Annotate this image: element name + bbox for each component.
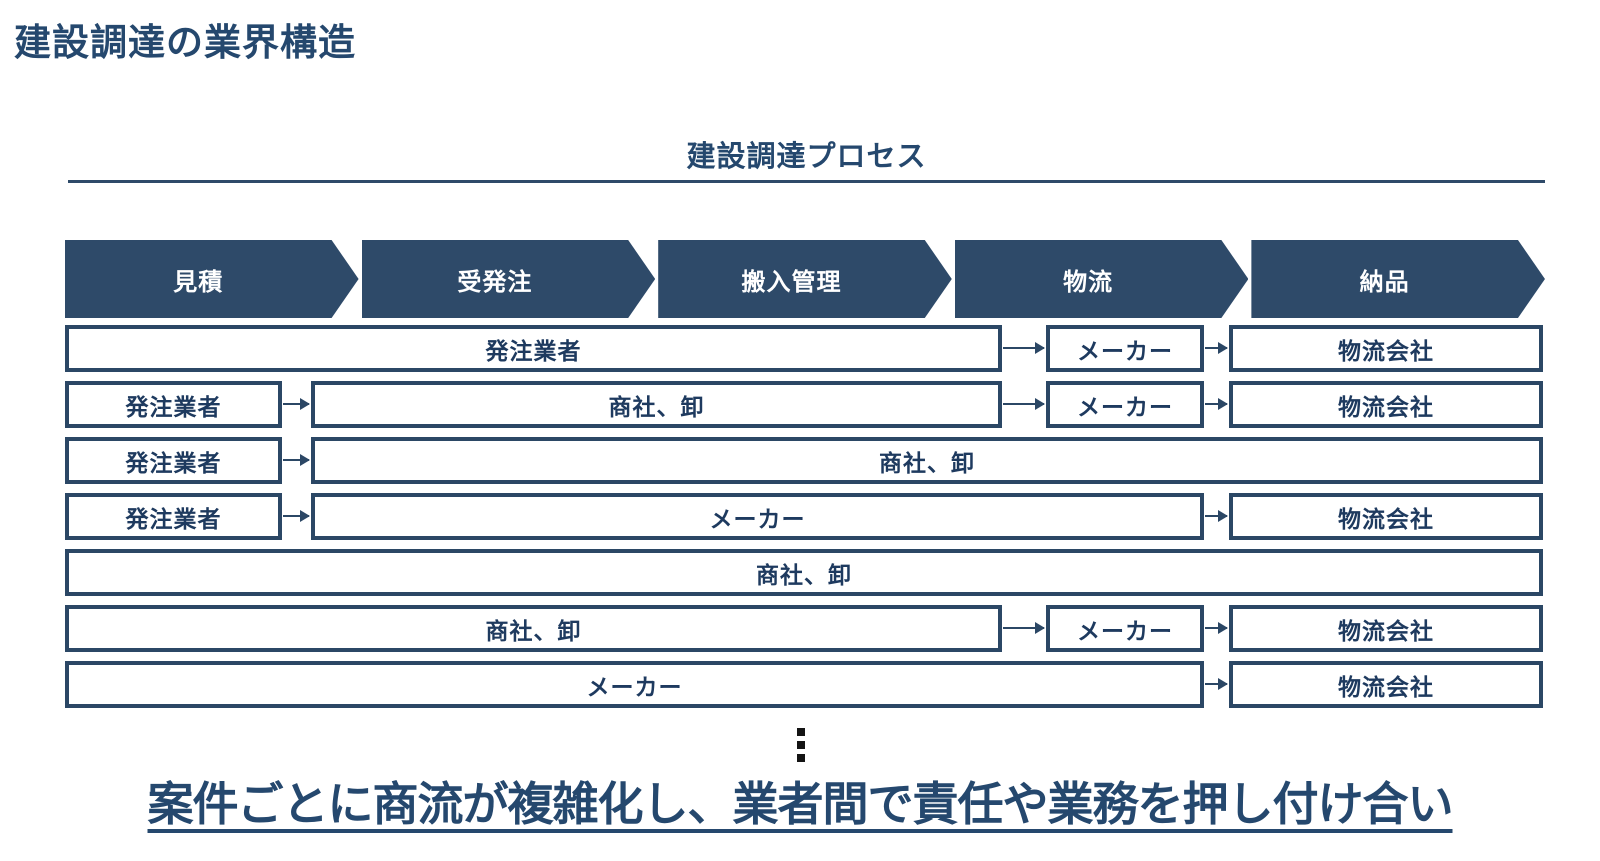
section-divider <box>68 180 1545 183</box>
page-title: 建設調達の業界構造 <box>14 22 356 63</box>
entity-box: 商社、卸 <box>311 381 1002 428</box>
entity-box: メーカー <box>1046 325 1204 372</box>
entity-box: メーカー <box>1046 381 1204 428</box>
entity-box: 発注業者 <box>65 381 282 428</box>
flow-row: 商社、卸 <box>0 549 1600 596</box>
entity-box: メーカー <box>1046 605 1204 652</box>
entity-box: メーカー <box>65 661 1204 708</box>
flow-row: 発注業者メーカー物流会社 <box>0 325 1600 372</box>
entity-box: 物流会社 <box>1229 381 1543 428</box>
flow-row: メーカー物流会社 <box>0 661 1600 708</box>
connector-arrow-icon <box>283 510 310 522</box>
entity-box: 物流会社 <box>1229 325 1543 372</box>
entity-box: 物流会社 <box>1229 605 1543 652</box>
connector-arrow-icon <box>283 398 310 410</box>
process-step-arrow: 納品 <box>1251 240 1545 318</box>
connector-arrow-icon <box>1205 398 1228 410</box>
entity-box: 商社、卸 <box>65 605 1002 652</box>
flow-diagram: 発注業者メーカー物流会社発注業者商社、卸メーカー物流会社発注業者商社、卸発注業者… <box>0 325 1600 708</box>
connector-arrow-icon <box>1003 342 1045 354</box>
entity-box: 商社、卸 <box>65 549 1543 596</box>
process-step-bar: 見積受発注搬入管理物流納品 <box>65 240 1545 318</box>
flow-row: 発注業者商社、卸メーカー物流会社 <box>0 381 1600 428</box>
connector-arrow-icon <box>1205 678 1228 690</box>
entity-box: メーカー <box>311 493 1204 540</box>
process-section-title: 建設調達プロセス <box>686 141 927 173</box>
connector-arrow-icon <box>1205 510 1228 522</box>
process-step-arrow: 見積 <box>65 240 359 318</box>
process-step-arrow: 受発注 <box>362 240 656 318</box>
conclusion-message: 案件ごとに商流が複雑化し、業者間で責任や業務を押し付け合い <box>147 778 1454 830</box>
vertical-ellipsis-icon <box>797 728 805 762</box>
flow-row: 商社、卸メーカー物流会社 <box>0 605 1600 652</box>
flow-row: 発注業者商社、卸 <box>0 437 1600 484</box>
connector-arrow-icon <box>283 454 310 466</box>
process-step-arrow: 搬入管理 <box>658 240 952 318</box>
connector-arrow-icon <box>1205 342 1228 354</box>
connector-arrow-icon <box>1003 398 1045 410</box>
connector-arrow-icon <box>1003 622 1045 634</box>
entity-box: 物流会社 <box>1229 493 1543 540</box>
entity-box: 発注業者 <box>65 437 282 484</box>
entity-box: 物流会社 <box>1229 661 1543 708</box>
entity-box: 発注業者 <box>65 325 1002 372</box>
connector-arrow-icon <box>1205 622 1228 634</box>
process-step-arrow: 物流 <box>955 240 1249 318</box>
entity-box: 商社、卸 <box>311 437 1543 484</box>
entity-box: 発注業者 <box>65 493 282 540</box>
flow-row: 発注業者メーカー物流会社 <box>0 493 1600 540</box>
